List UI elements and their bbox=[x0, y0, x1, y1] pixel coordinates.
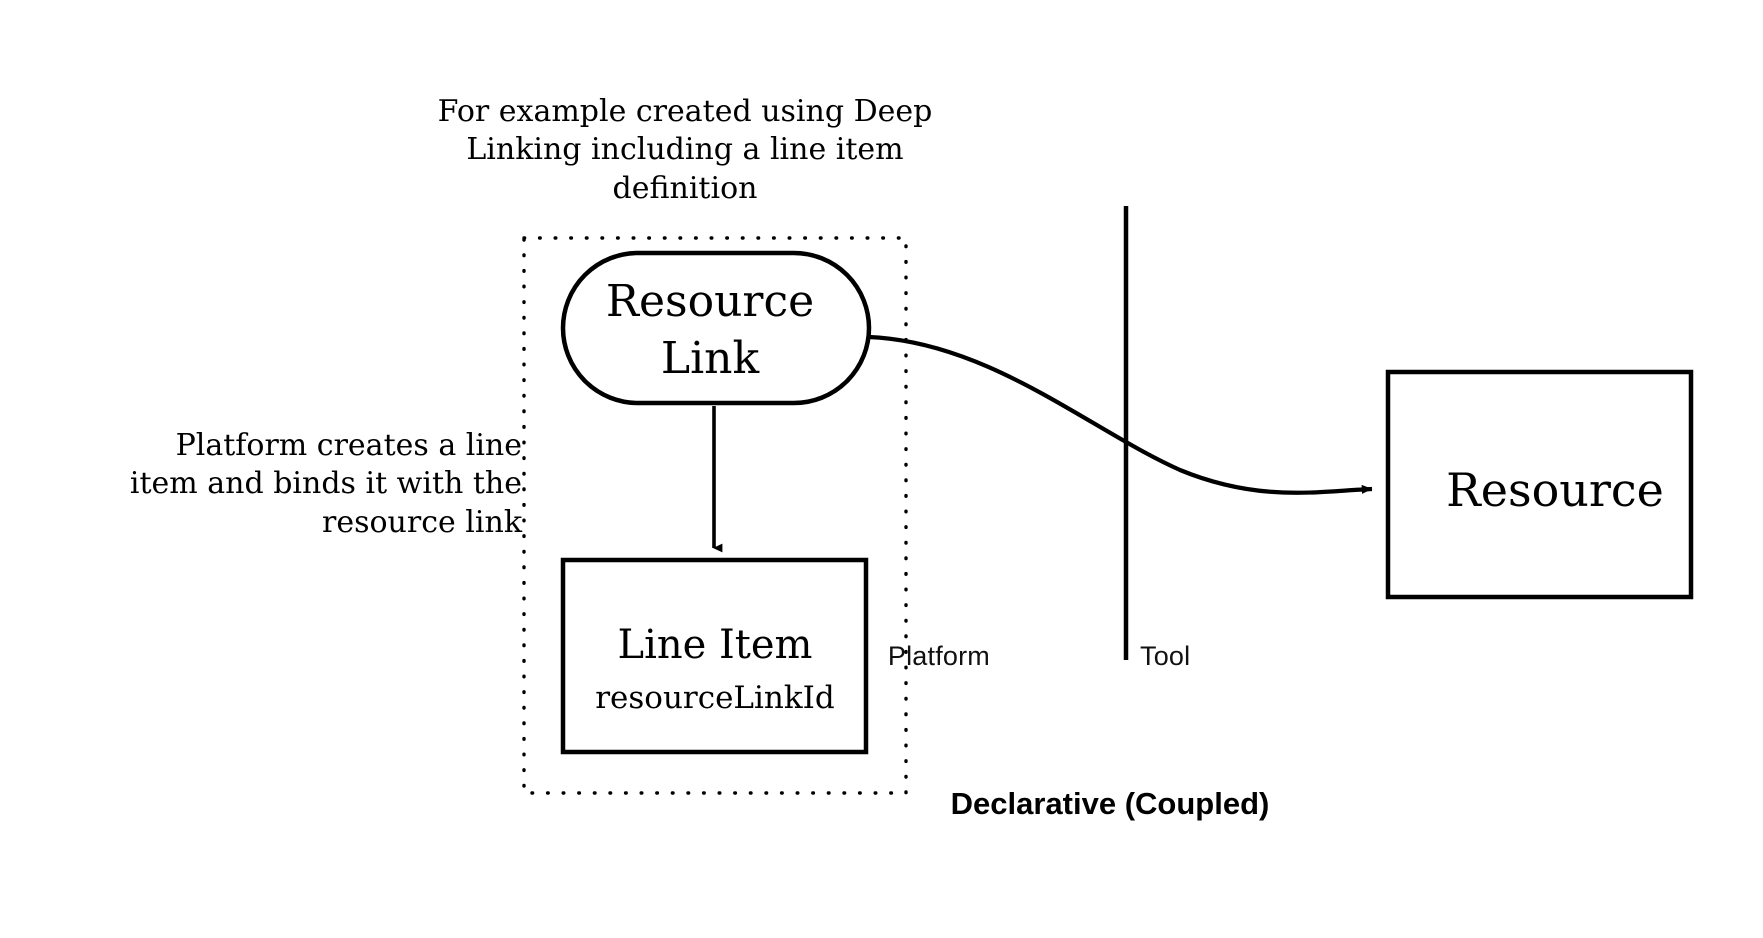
resource-link-shape[interactable] bbox=[560, 250, 872, 406]
top-annotation-note: For example created using Deep Linking i… bbox=[437, 94, 933, 206]
links-to-arrow bbox=[868, 334, 1373, 495]
line-item-sublabel: resourceLinkId bbox=[595, 680, 835, 716]
resource-link-label: Resource Link bbox=[605, 276, 815, 385]
divider-label-platform: Platform bbox=[887, 641, 990, 671]
resource-label: Resource bbox=[1446, 463, 1664, 517]
divider-label-tool: Tool bbox=[1140, 641, 1191, 671]
line-item-label: Line Item bbox=[617, 622, 813, 668]
left-annotation-note: Platform creates a line item and binds i… bbox=[129, 428, 522, 540]
diagram-title: Declarative (Coupled) bbox=[950, 786, 1270, 821]
line-item-shape[interactable] bbox=[560, 557, 869, 755]
resource-shape[interactable] bbox=[1385, 369, 1694, 600]
